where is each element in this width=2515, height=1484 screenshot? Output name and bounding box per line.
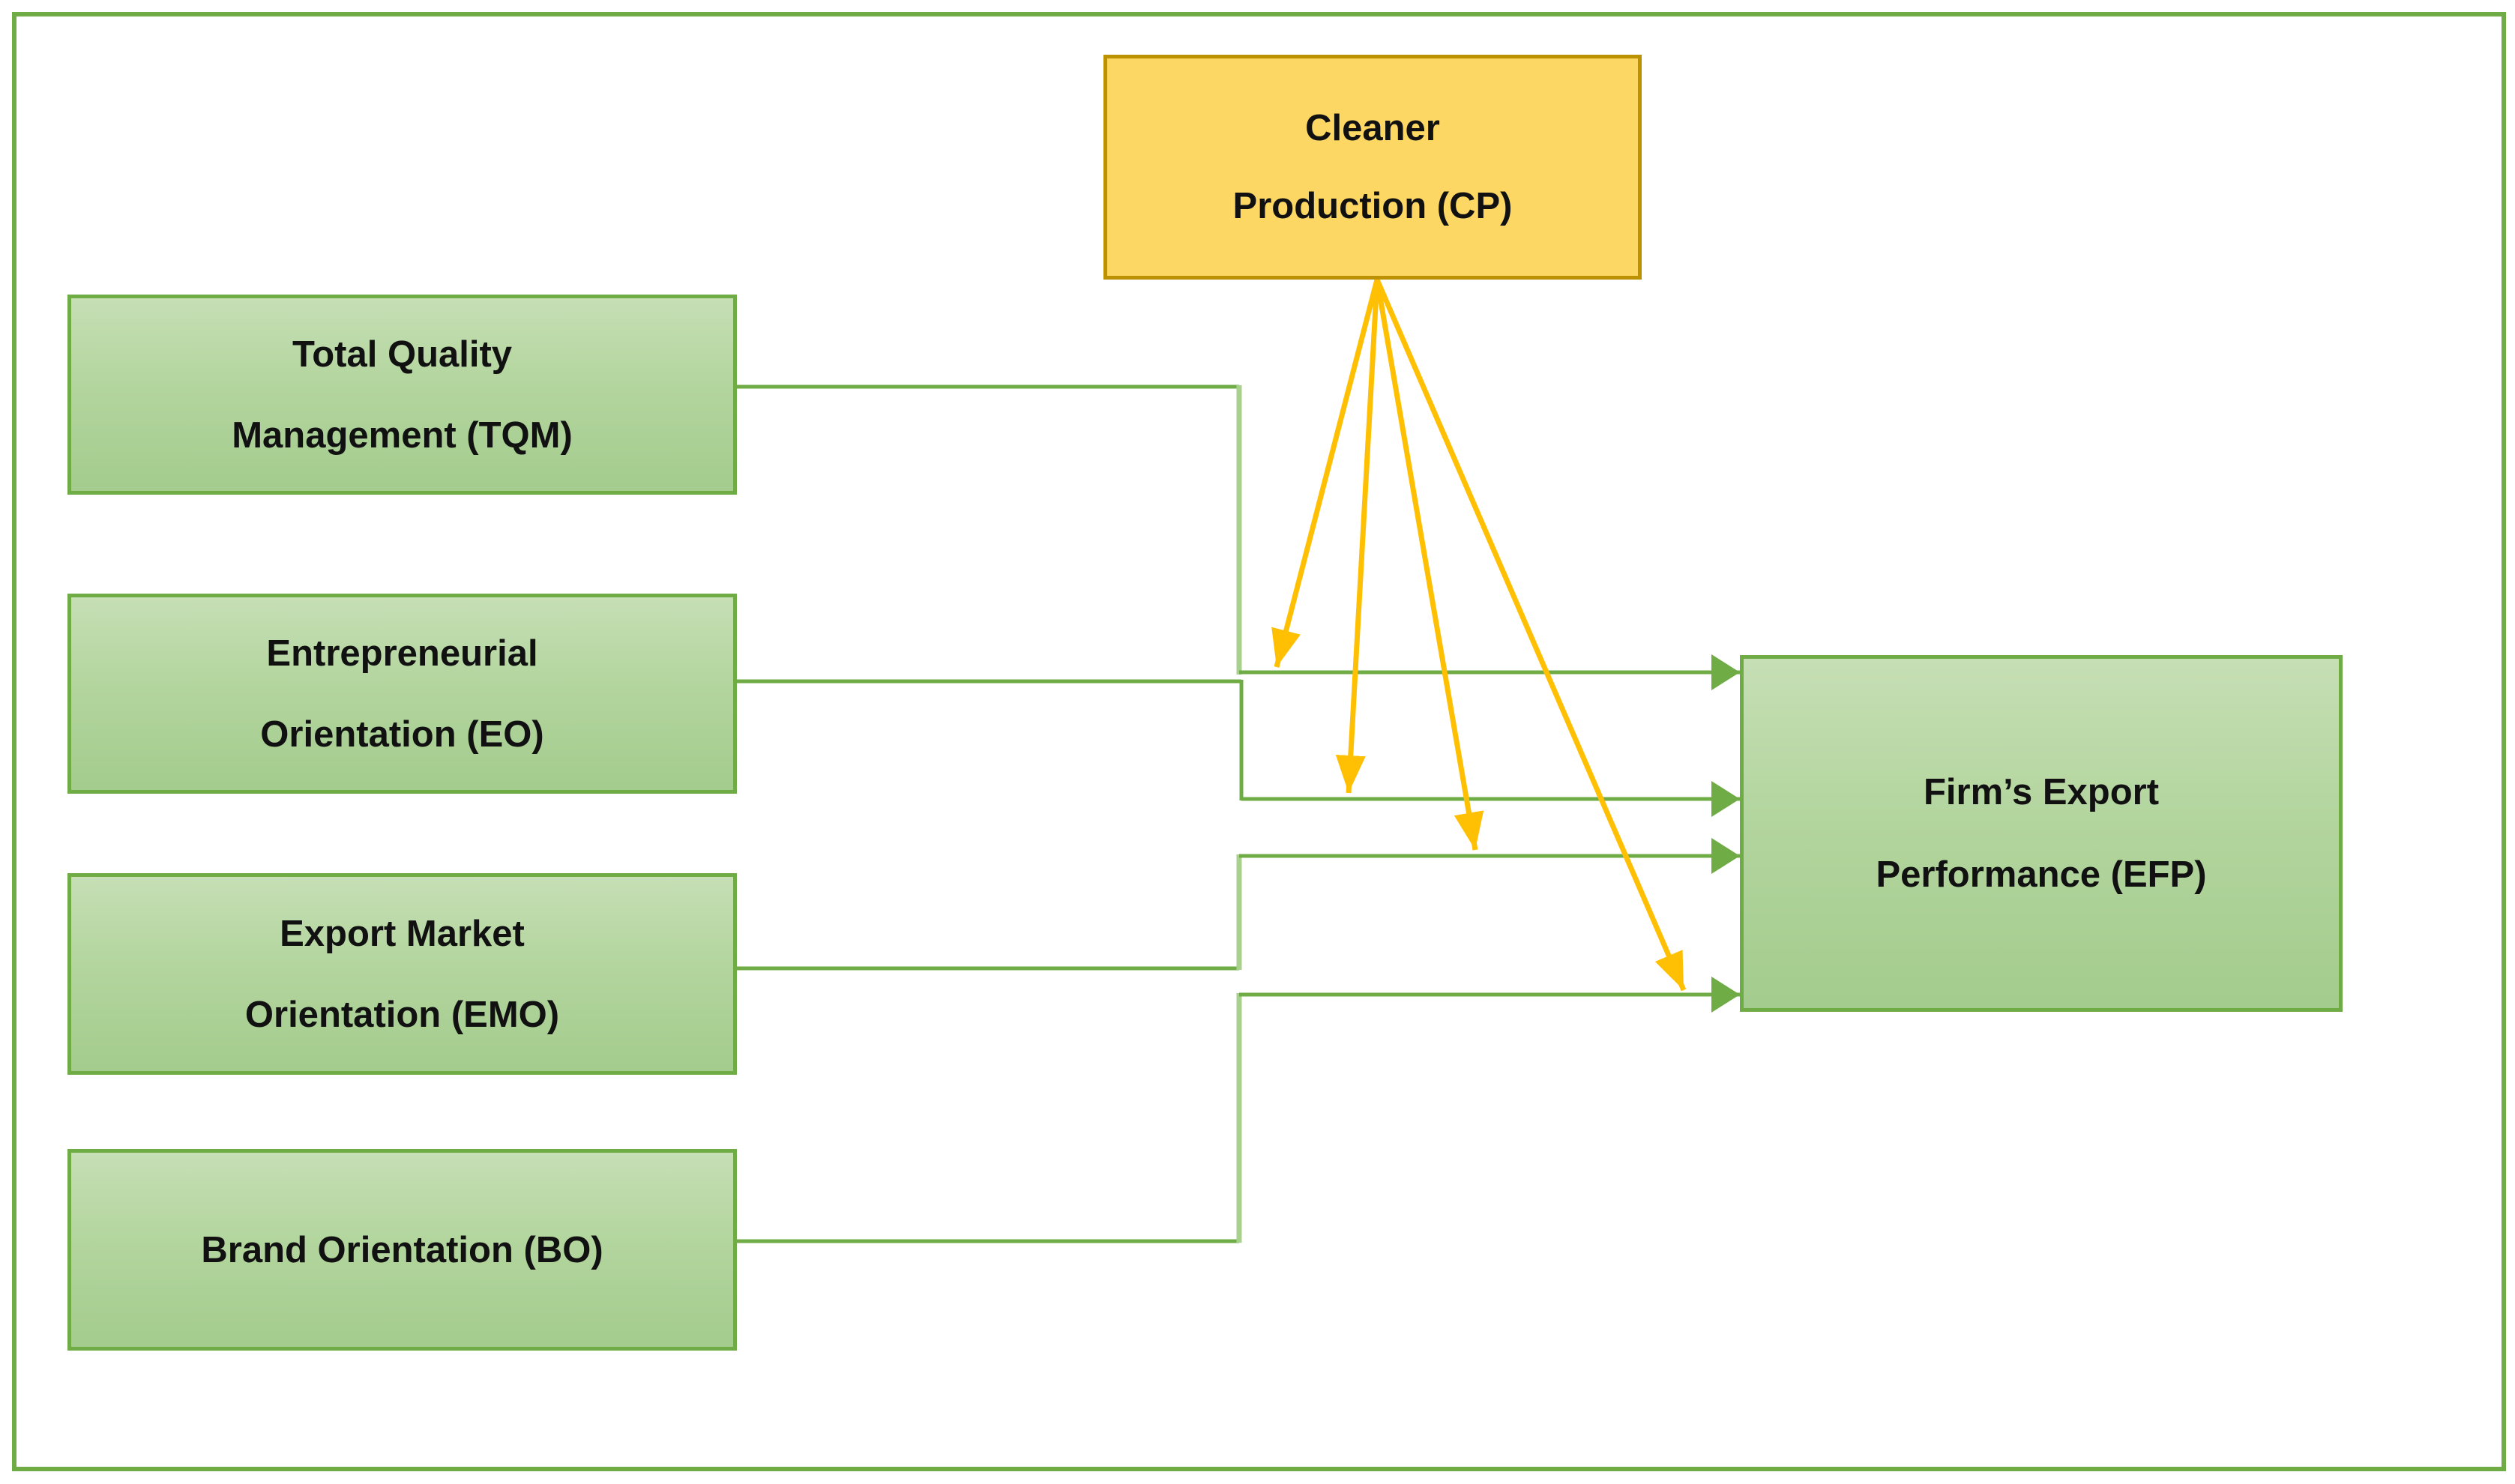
box-emo-label-line2: Orientation (EMO) <box>244 994 560 1035</box>
box-total-quality-management: Total Quality Management (TQM) <box>67 295 737 495</box>
diagram-outer-border <box>12 12 2506 1471</box>
box-brand-orientation: Brand Orientation (BO) <box>67 1149 737 1351</box>
box-efp-label-line1: Firm’s Export <box>1923 772 2160 812</box>
box-bo-label-line1: Brand Orientation (BO) <box>201 1229 603 1270</box>
box-export-market-orientation: Export Market Orientation (EMO) <box>67 873 737 1075</box>
box-firms-export-performance: Firm’s Export Performance (EFP) <box>1740 655 2343 1012</box>
box-cleaner-production-label-line2: Production (CP) <box>1232 186 1513 226</box>
box-efp-label-line2: Performance (EFP) <box>1876 854 2207 895</box>
box-eo-label-line1: Entrepreneurial <box>266 633 538 674</box>
box-eo-label-line2: Orientation (EO) <box>260 714 544 755</box>
box-entrepreneurial-orientation: Entrepreneurial Orientation (EO) <box>67 594 737 794</box>
box-tqm-label-line1: Total Quality <box>292 334 513 375</box>
cp-moderation-arrow-tqm <box>1271 279 1380 668</box>
cp-moderation-arrow-bo <box>1374 278 1687 992</box>
box-emo-label-line1: Export Market <box>280 913 525 954</box>
box-tqm-label-line2: Management (TQM) <box>232 414 573 456</box>
box-cleaner-production: Cleaner Production (CP) <box>1103 55 1642 280</box>
cp-moderation-arrow-emo <box>1374 279 1484 851</box>
cp-moderation-arrow-eo <box>1335 279 1380 794</box>
box-cleaner-production-label-line1: Cleaner <box>1305 108 1440 148</box>
